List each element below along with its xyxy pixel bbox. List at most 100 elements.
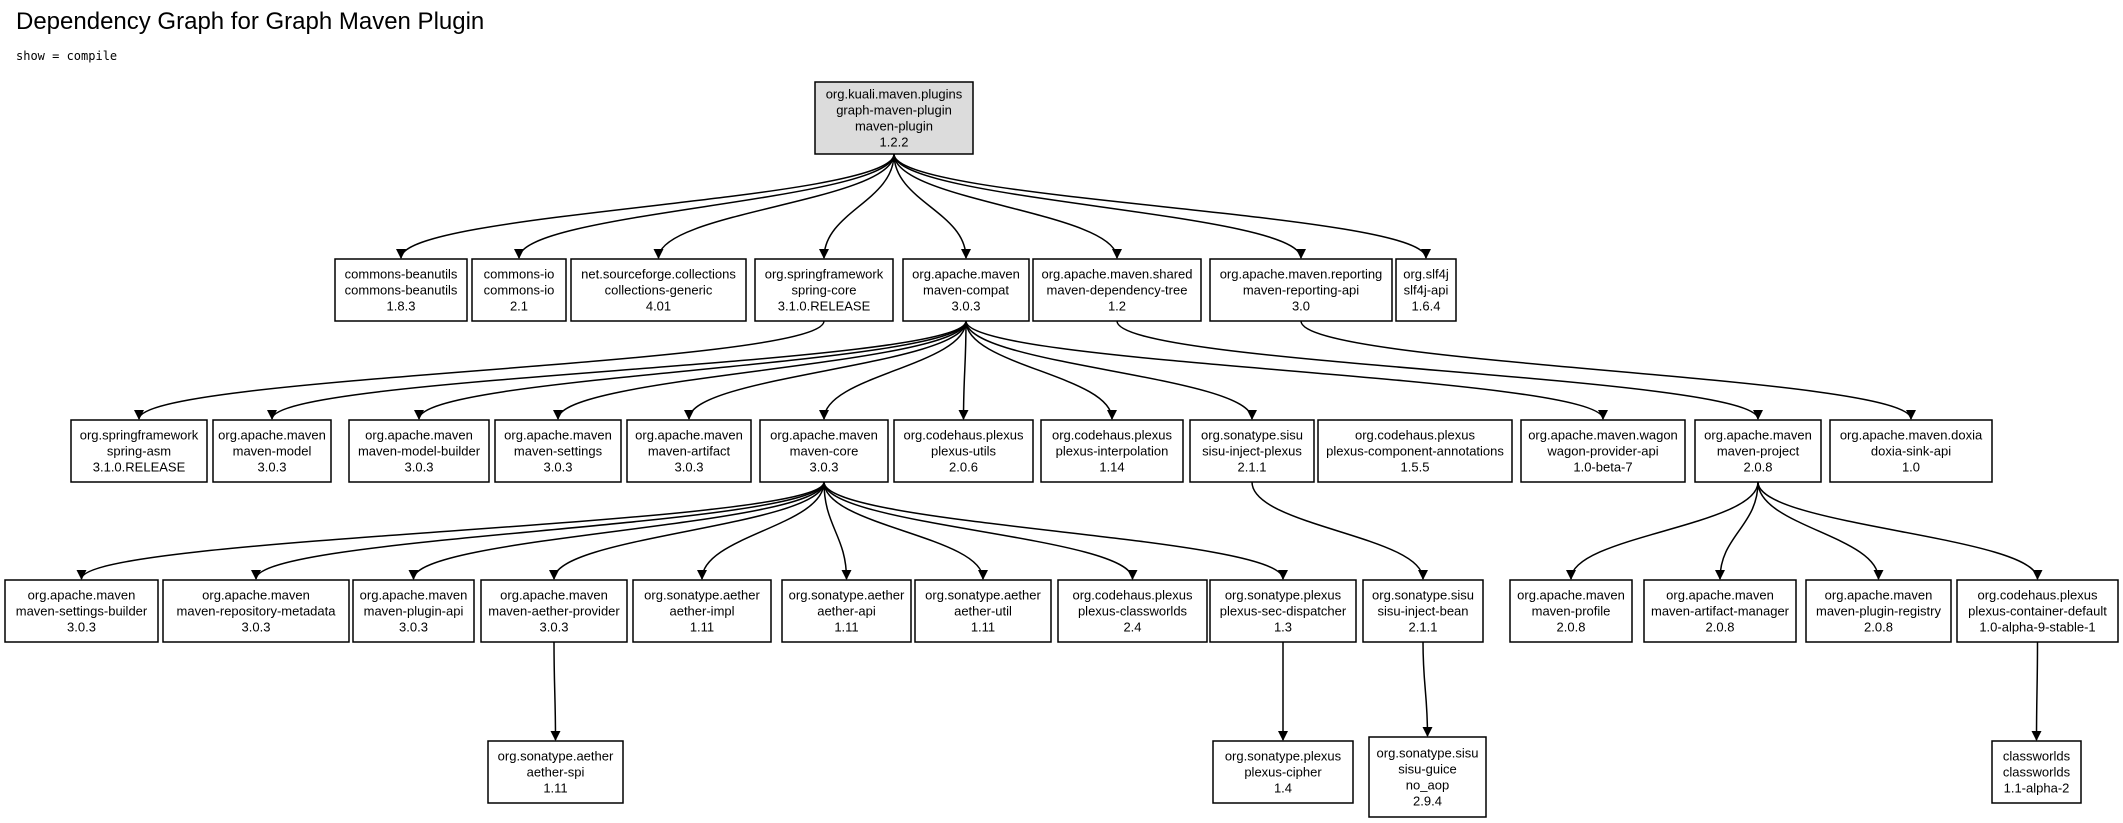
- node-label-classworlds-plexus-line-2: 2.4: [1123, 620, 1141, 635]
- edge-maven-core-to-aether-api: [823, 481, 852, 580]
- node-label-plexus-cipher-line-2: 1.4: [1274, 781, 1292, 796]
- node-label-sisu-guice-line-3: 2.9.4: [1413, 794, 1442, 809]
- node-label-classworlds-plexus-line-1: plexus-classworlds: [1078, 604, 1188, 619]
- edge-root-to-commons-io: [514, 153, 895, 259]
- node-spring-asm: org.springframeworkspring-asm3.1.0.RELEA…: [70, 419, 208, 483]
- node-box-artifact-manager: [1643, 579, 1797, 643]
- edge-container-default-to-classworlds: [2031, 641, 2042, 741]
- node-label-plexus-utils-line-1: plexus-utils: [931, 444, 997, 459]
- node-label-aether-api-line-2: 1.11: [834, 620, 858, 635]
- node-label-plexus-interp-line-1: plexus-interpolation: [1056, 444, 1169, 459]
- node-box-classworlds-plexus: [1057, 579, 1208, 643]
- node-settings-builder: org.apache.mavenmaven-settings-builder3.…: [4, 579, 159, 643]
- edge-maven-compat-to-plexus-utils: [958, 320, 969, 420]
- node-box-maven-project: [1694, 419, 1822, 483]
- page-subtitle: show = compile: [16, 49, 118, 63]
- node-label-maven-model-line-2: 3.0.3: [258, 460, 287, 475]
- node-label-slf4j-line-2: 1.6.4: [1412, 299, 1441, 314]
- node-label-maven-artifact-line-0: org.apache.maven: [635, 428, 743, 443]
- node-box-model-builder: [348, 419, 490, 483]
- node-label-beanutils-line-2: 1.8.3: [387, 299, 416, 314]
- node-label-sisu-bean-line-1: sisu-inject-bean: [1377, 604, 1468, 619]
- node-box-reporting-api: [1209, 258, 1393, 322]
- node-label-aether-spi-line-0: org.sonatype.aether: [498, 749, 614, 764]
- node-box-repo-metadata: [162, 579, 350, 643]
- node-label-sisu-bean-line-2: 2.1.1: [1409, 620, 1438, 635]
- node-box-plexus-cipher: [1212, 740, 1354, 804]
- edge-maven-project-to-plugin-registry: [1757, 481, 1884, 580]
- node-label-classworlds-line-2: 1.1-alpha-2: [2004, 781, 2070, 796]
- node-label-dep-tree-line-2: 1.2: [1108, 299, 1126, 314]
- node-label-maven-profile-line-0: org.apache.maven: [1517, 588, 1625, 603]
- node-label-component-ann-line-0: org.codehaus.plexus: [1355, 428, 1475, 443]
- node-label-component-ann-line-1: plexus-component-annotations: [1326, 444, 1504, 459]
- node-label-classworlds-line-0: classworlds: [2003, 749, 2071, 764]
- node-box-root: [814, 81, 974, 155]
- node-label-maven-core-line-0: org.apache.maven: [770, 428, 878, 443]
- node-label-spring-asm-line-1: spring-asm: [107, 444, 171, 459]
- edge-reporting-api-to-doxia: [1300, 320, 1916, 420]
- node-box-plugin-api: [352, 579, 475, 643]
- node-label-aether-util-line-1: aether-util: [954, 604, 1012, 619]
- node-label-aether-spi-line-1: aether-spi: [527, 765, 585, 780]
- node-box-aether-spi: [487, 740, 624, 804]
- node-label-container-default-line-1: plexus-container-default: [1968, 604, 2107, 619]
- node-label-beanutils-line-0: commons-beanutils: [345, 267, 458, 282]
- node-label-spring-core-line-2: 3.1.0.RELEASE: [778, 299, 871, 314]
- node-label-sec-dispatcher-line-2: 1.3: [1274, 620, 1292, 635]
- node-box-commons-io: [471, 258, 567, 322]
- node-label-commons-io-line-1: commons-io: [484, 283, 555, 298]
- node-label-spring-core-line-0: org.springframework: [765, 267, 884, 282]
- edge-root-to-spring-core: [819, 153, 895, 259]
- node-label-commons-io-line-2: 2.1: [510, 299, 528, 314]
- edge-maven-project-to-artifact-manager: [1715, 481, 1759, 580]
- node-label-sisu-plexus-line-0: org.sonatype.sisu: [1201, 428, 1303, 443]
- node-label-model-builder-line-0: org.apache.maven: [365, 428, 473, 443]
- node-label-maven-settings-line-0: org.apache.maven: [504, 428, 612, 443]
- edge-spring-core-to-spring-asm: [134, 320, 825, 420]
- node-box-maven-core: [759, 419, 889, 483]
- node-label-maven-artifact-line-2: 3.0.3: [675, 460, 704, 475]
- node-collections: net.sourceforge.collectionscollections-g…: [570, 258, 747, 322]
- node-box-classworlds: [1991, 740, 2082, 804]
- edge-maven-core-to-sec-dispatcher: [823, 481, 1288, 580]
- node-label-maven-core-line-1: maven-core: [790, 444, 859, 459]
- node-box-aether-impl: [632, 579, 772, 643]
- node-label-maven-project-line-0: org.apache.maven: [1704, 428, 1812, 443]
- node-label-spring-asm-line-2: 3.1.0.RELEASE: [93, 460, 186, 475]
- node-label-plugin-registry-line-2: 2.0.8: [1864, 620, 1893, 635]
- node-box-settings-builder: [4, 579, 159, 643]
- node-box-wagon: [1520, 419, 1686, 483]
- node-label-plexus-interp-line-0: org.codehaus.plexus: [1052, 428, 1172, 443]
- node-box-container-default: [1956, 579, 2119, 643]
- node-label-plexus-utils-line-2: 2.0.6: [949, 460, 978, 475]
- edge-maven-compat-to-maven-settings: [553, 320, 967, 420]
- edge-maven-compat-to-maven-model: [267, 320, 967, 420]
- edge-maven-compat-to-plexus-interp: [965, 320, 1117, 420]
- node-label-root-line-3: 1.2.2: [880, 135, 909, 150]
- node-label-doxia-line-2: 1.0: [1902, 460, 1920, 475]
- node-label-maven-settings-line-1: maven-settings: [514, 444, 603, 459]
- node-label-classworlds-line-1: classworlds: [2003, 765, 2071, 780]
- node-label-artifact-manager-line-1: maven-artifact-manager: [1651, 604, 1790, 619]
- node-box-maven-model: [212, 419, 332, 483]
- node-reporting-api: org.apache.maven.reportingmaven-reportin…: [1209, 258, 1393, 322]
- node-spring-core: org.springframeworkspring-core3.1.0.RELE…: [754, 258, 894, 322]
- node-label-aether-provider-line-0: org.apache.maven: [500, 588, 608, 603]
- edge-maven-core-to-aether-impl: [697, 481, 825, 580]
- node-label-maven-project-line-2: 2.0.8: [1744, 460, 1773, 475]
- node-box-slf4j: [1395, 258, 1457, 322]
- node-label-settings-builder-line-2: 3.0.3: [67, 620, 96, 635]
- node-label-maven-compat-line-0: org.apache.maven: [912, 267, 1020, 282]
- node-label-plugin-api-line-0: org.apache.maven: [360, 588, 468, 603]
- node-dep-tree: org.apache.maven.sharedmaven-dependency-…: [1032, 258, 1202, 322]
